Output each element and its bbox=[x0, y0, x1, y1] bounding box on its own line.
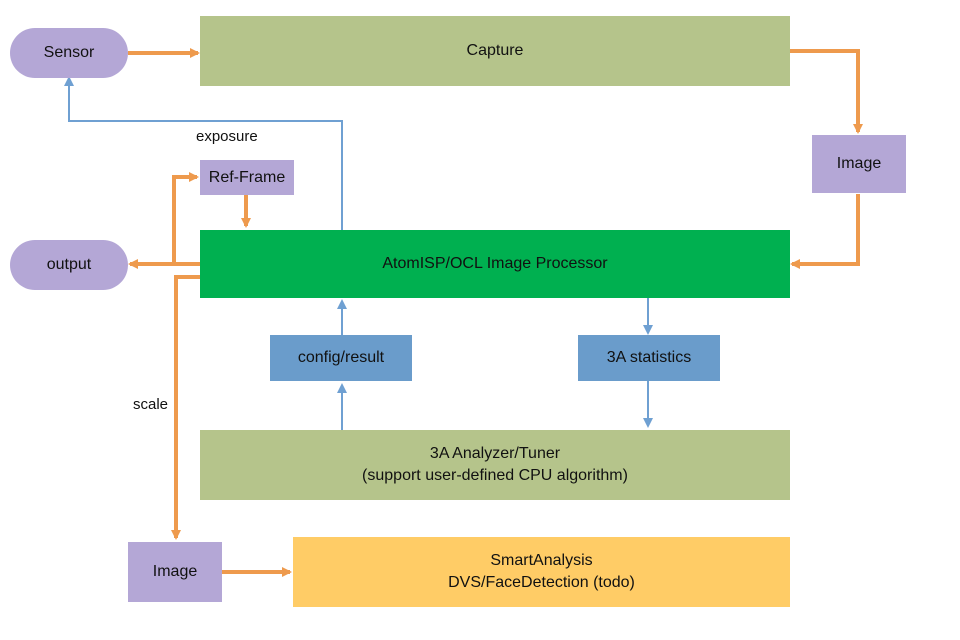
capture-node: Capture bbox=[200, 16, 790, 86]
exposure-label: exposure bbox=[196, 128, 258, 145]
smartanalysis-title: SmartAnalysis bbox=[490, 552, 593, 569]
output-label: output bbox=[46, 256, 92, 273]
smartanalysis-subtitle: DVS/FaceDetection (todo) bbox=[448, 574, 635, 591]
image-bottom-node: Image bbox=[128, 542, 222, 602]
stats-label: 3A statistics bbox=[606, 349, 692, 366]
smartanalysis-node: SmartAnalysis DVS/FaceDetection (todo) bbox=[293, 537, 790, 607]
output-node: output bbox=[10, 240, 128, 290]
ref-frame-label: Ref-Frame bbox=[208, 168, 286, 186]
config-result-label: config/result bbox=[297, 349, 385, 366]
arrow-exposure-feedback bbox=[64, 76, 343, 230]
image-top-label: Image bbox=[836, 155, 882, 172]
sensor-label: Sensor bbox=[43, 44, 95, 61]
image-bottom-label: Image bbox=[152, 563, 198, 580]
arrow-image-to-processor bbox=[790, 194, 860, 269]
processor-label: AtomISP/OCL Image Processor bbox=[382, 255, 608, 272]
analyzer-subtitle: (support user-defined CPU algorithm) bbox=[362, 467, 628, 484]
analyzer-title: 3A Analyzer/Tuner bbox=[429, 445, 561, 462]
arrow-capture-to-image bbox=[790, 49, 863, 134]
analyzer-node: 3A Analyzer/Tuner (support user-defined … bbox=[200, 430, 790, 500]
processor-node: AtomISP/OCL Image Processor bbox=[200, 230, 790, 298]
config-result-node: config/result bbox=[270, 335, 412, 381]
capture-label: Capture bbox=[466, 42, 524, 59]
stats-node: 3A statistics bbox=[578, 335, 720, 381]
image-top-node: Image bbox=[812, 135, 906, 193]
arrow-processor-to-refframe bbox=[172, 172, 200, 266]
sensor-node: Sensor bbox=[10, 28, 128, 78]
scale-label: scale bbox=[133, 396, 169, 413]
arrow-processor-to-image-bottom bbox=[171, 275, 200, 540]
ref-frame-node: Ref-Frame bbox=[200, 160, 294, 195]
